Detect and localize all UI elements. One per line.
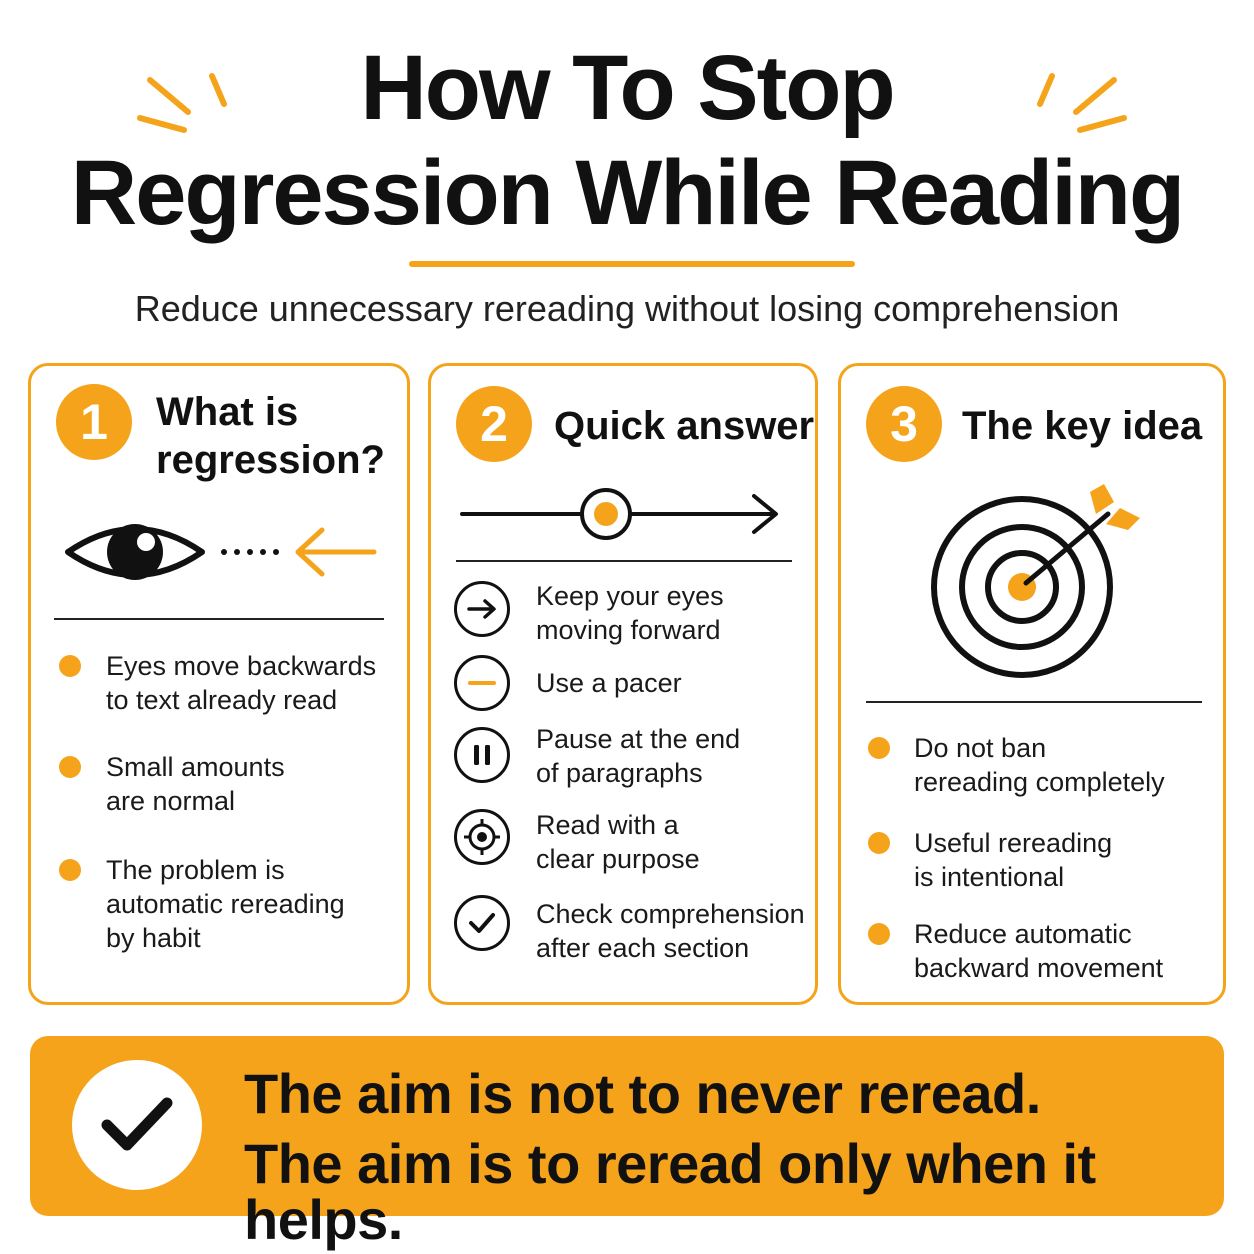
forward-arrow-timeline-icon: [460, 488, 778, 540]
page-title-line-2: Regression While Reading: [70, 142, 1185, 244]
checkmark-icon: [454, 895, 510, 951]
bullet-dot: [868, 737, 890, 759]
page-title-line-1: How To Stop: [360, 37, 895, 139]
page-subtitle: Reduce unnecessary rereading without los…: [134, 288, 1120, 329]
step-number-badge: 3: [866, 386, 942, 462]
eye-looking-backward-icon: [65, 524, 377, 580]
section-divider: [456, 560, 792, 562]
sparkle-left-icon: [137, 73, 227, 133]
minus-icon: [454, 655, 510, 711]
card-title: The key idea: [962, 404, 1203, 448]
step-number-badge: 2: [456, 386, 532, 462]
card-key-idea: [838, 363, 1226, 1005]
step-number-badge: 1: [56, 384, 132, 460]
section-divider: [54, 618, 384, 620]
section-divider: [866, 701, 1202, 703]
arrow-right-icon: [454, 581, 510, 637]
bullet-dot: [59, 756, 81, 778]
bullet-dot: [868, 923, 890, 945]
sparkle-right-icon: [1037, 73, 1127, 133]
banner-text-line-2: The aim is to reread only when it helps.: [244, 1132, 1096, 1251]
bullet-dot: [868, 832, 890, 854]
card-title: Quick answer: [554, 404, 815, 448]
bullet-dot: [59, 655, 81, 677]
target-crosshair-icon: [454, 809, 510, 865]
card-what-is-regression: [28, 363, 410, 1005]
bullet-dot: [59, 859, 81, 881]
quick-answer-item-2: Use a pacer: [536, 668, 682, 698]
title-underline: [409, 261, 855, 267]
target-with-arrow-icon: [931, 484, 1140, 678]
summary-banner: [30, 1036, 1224, 1216]
banner-text-line-1: The aim is not to never reread.: [244, 1062, 1041, 1125]
card-title-line-2: regression?: [156, 438, 385, 482]
checkmark-icon: [72, 1060, 202, 1190]
pause-icon: [454, 727, 510, 783]
card-title-line-1: What is: [156, 390, 299, 434]
